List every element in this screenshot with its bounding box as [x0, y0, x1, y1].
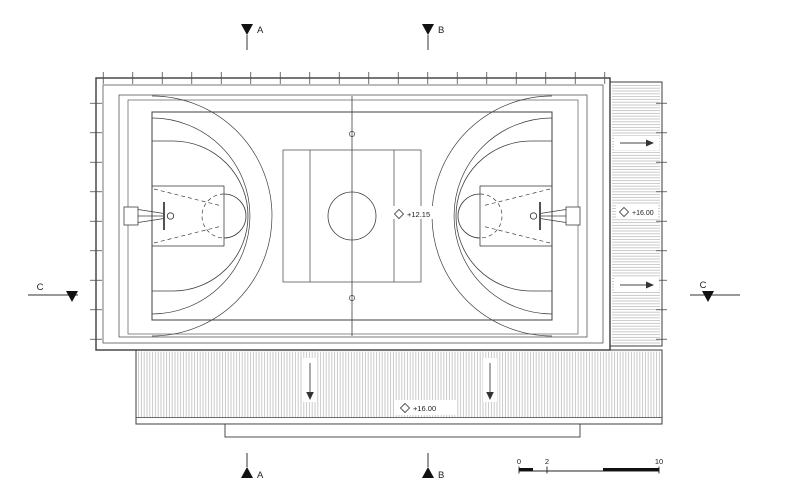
- level-value-court: +12.15: [407, 210, 430, 219]
- section-arrow-icon: [66, 291, 78, 302]
- sports-hall-shell: [90, 72, 611, 351]
- level-annotation-side-deck: +16.00: [616, 204, 658, 218]
- basket-support-right: [565, 206, 581, 226]
- level-marker-icon: [393, 208, 405, 220]
- section-label-b-top: B: [438, 25, 444, 36]
- column-ticks-right: [656, 86, 667, 342]
- end-arc-outer-left: [151, 95, 273, 337]
- free-throw-arc-right-dashed: [479, 193, 503, 239]
- ramp-direction-arrow-bottom: [614, 278, 659, 292]
- basket-right: [529, 202, 581, 230]
- section-arrow-icon: [241, 467, 253, 478]
- section-label-a-bottom: A: [257, 470, 264, 481]
- hall-inner-wall: [102, 84, 604, 344]
- basket-ring-left: [166, 212, 175, 220]
- end-arc-inner-right: [453, 117, 553, 315]
- section-marker-a-bottom: A: [241, 453, 264, 481]
- scale-label-10: 10: [655, 457, 663, 466]
- three-point-line-left: [152, 140, 249, 292]
- level-value-side-deck: +16.00: [632, 210, 654, 217]
- section-label-b-bottom: B: [438, 470, 444, 481]
- center-circle: [327, 191, 377, 241]
- scale-bar-segment: [603, 468, 659, 471]
- column-ticks-left: [90, 84, 102, 346]
- three-point-line-right: [455, 140, 552, 292]
- free-throw-arc-left-solid: [223, 193, 247, 239]
- scale-bar-segment: [519, 468, 533, 471]
- section-marker-c-right: C: [690, 280, 740, 302]
- level-marker-icon: [399, 402, 411, 414]
- down-arrow-icon: [306, 392, 314, 400]
- deck-direction-arrow-right: [483, 358, 497, 402]
- section-arrow-icon: [422, 24, 434, 35]
- section-arrow-icon: [422, 467, 434, 478]
- free-throw-arc-right-solid: [457, 193, 481, 239]
- side-deck-ramp: +16.00: [609, 81, 667, 347]
- scale-bar: 0 2 10: [517, 457, 663, 474]
- deck-direction-arrow-left: [303, 358, 317, 402]
- right-arrow-icon: [646, 139, 654, 147]
- level-annotation-court: +12.15: [393, 206, 437, 220]
- ramp-direction-arrow-top: [614, 136, 659, 150]
- section-label-a-top: A: [257, 25, 264, 36]
- basket-left: [123, 202, 175, 230]
- level-value-bottom-deck: +16.00: [413, 404, 436, 413]
- right-arrow-icon: [646, 281, 654, 289]
- scale-label-2: 2: [545, 457, 549, 466]
- section-marker-c-left: C: [28, 282, 78, 302]
- section-label-c-left: C: [37, 282, 44, 293]
- scale-label-0: 0: [517, 457, 521, 466]
- section-markers: A B A B C C: [28, 24, 740, 481]
- basket-support-left: [123, 206, 139, 226]
- basket-ring-right: [529, 212, 538, 220]
- bottom-terrace-deck: +16.00: [135, 349, 663, 438]
- down-arrow-icon: [486, 392, 494, 400]
- center-line-anchor-bottom: [349, 295, 355, 301]
- level-annotation-bottom-deck: +16.00: [394, 400, 456, 415]
- section-label-c-right: C: [700, 280, 707, 291]
- section-arrow-icon: [241, 24, 253, 35]
- section-arrow-icon: [702, 291, 714, 302]
- terrace-step: [224, 423, 581, 438]
- court-surround-outer: [118, 94, 588, 338]
- section-marker-a-top: A: [241, 24, 264, 50]
- end-arc-inner-left: [151, 117, 251, 315]
- court-markings: +12.15: [118, 94, 588, 338]
- section-marker-b-bottom: B: [422, 453, 444, 481]
- section-marker-b-top: B: [422, 24, 444, 50]
- free-throw-arc-left-dashed: [201, 193, 225, 239]
- level-marker-icon: [618, 206, 630, 218]
- hall-outer-wall: [95, 77, 611, 351]
- center-line-anchor-top: [349, 131, 355, 137]
- column-ticks-top: [100, 72, 606, 84]
